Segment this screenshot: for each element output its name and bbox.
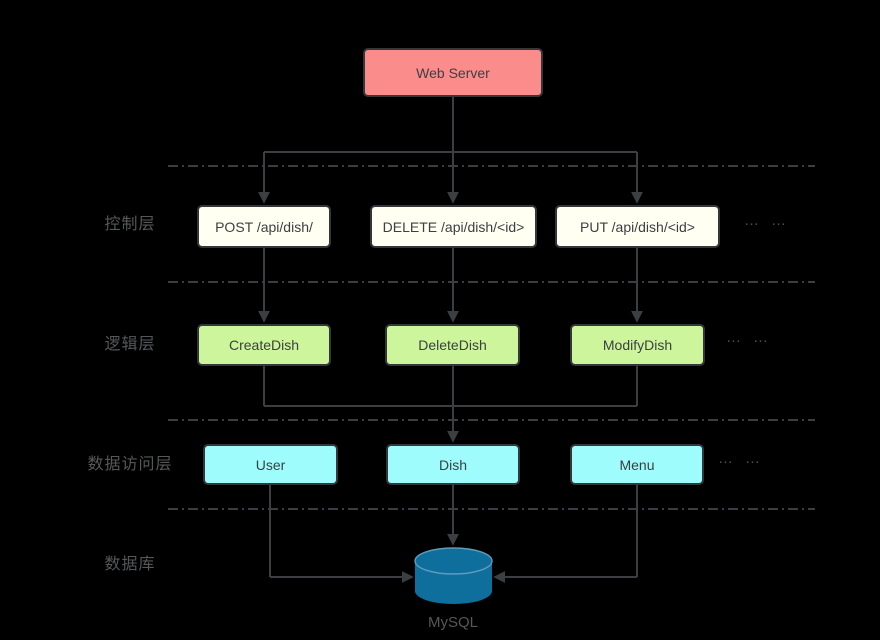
node-web-server: Web Server xyxy=(363,48,543,97)
node-deletedish: DeleteDish xyxy=(385,324,520,366)
node-post-api-dish: POST /api/dish/ xyxy=(197,205,331,248)
layer-label-database: 数据库 xyxy=(104,556,156,573)
ellipsis-control-layer: …… xyxy=(744,212,798,229)
node-dish: Dish xyxy=(386,444,520,485)
node-delete-api-dish: DELETE /api/dish/<id> xyxy=(370,205,537,248)
node-createdish: CreateDish xyxy=(197,324,331,366)
layer-separator-lines xyxy=(168,165,815,510)
connector-lines xyxy=(263,151,638,577)
ellipsis-data-access-layer: …… xyxy=(718,450,772,467)
layer-label-logic: 逻辑层 xyxy=(104,336,156,353)
node-put-api-dish: PUT /api/dish/<id> xyxy=(555,205,720,248)
layer-label-data-access: 数据访问层 xyxy=(87,456,173,473)
node-modifydish: ModifyDish xyxy=(570,324,705,366)
mysql-cylinder xyxy=(414,547,493,604)
node-menu: Menu xyxy=(570,444,704,485)
node-mysql-label: MySQL xyxy=(427,614,478,631)
ellipsis-logic-layer: …… xyxy=(726,329,780,346)
layer-label-control: 控制层 xyxy=(104,216,156,233)
node-user: User xyxy=(203,444,338,485)
